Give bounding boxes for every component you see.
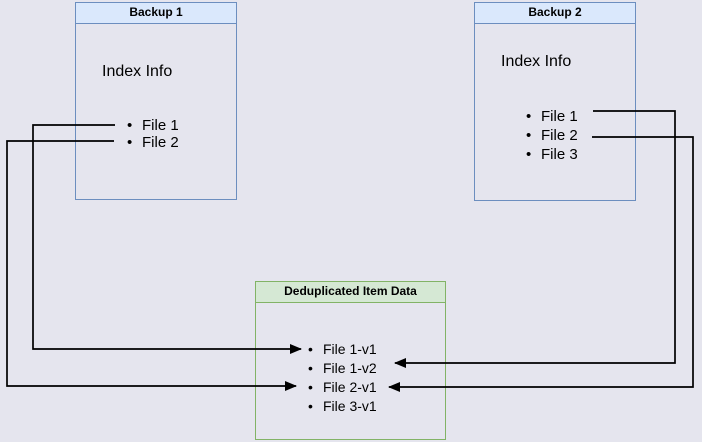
dedup-file-3-v1: File 3-v1 [256,397,445,416]
backup-2-title: Backup 2 [475,3,635,24]
backup-1-index-info-heading: Index Info [102,63,173,80]
backup-1-file-1: File 1 [76,117,236,134]
backup-2-index-info-heading: Index Info [501,53,572,70]
backup-2-box: Backup 2 Index Info File 1 File 2 File 3 [474,2,636,201]
backup-1-title: Backup 1 [76,3,236,24]
dedup-file-2-v1: File 2-v1 [256,378,445,397]
dedup-file-1-v2: File 1-v2 [256,359,445,378]
backup-2-file-3: File 3 [475,145,635,164]
dedup-file-1-v1: File 1-v1 [256,340,445,359]
backup-2-file-2: File 2 [475,126,635,145]
backup-1-file-list: File 1 File 2 [76,117,236,151]
backup-2-file-list: File 1 File 2 File 3 [475,107,635,164]
backup-2-file-1: File 1 [475,107,635,126]
deduplicated-item-list: File 1-v1 File 1-v2 File 2-v1 File 3-v1 [256,340,445,416]
backup-1-file-2: File 2 [76,134,236,151]
deduplicated-item-data-title: Deduplicated Item Data [256,282,445,303]
deduplicated-item-data-box: Deduplicated Item Data File 1-v1 File 1-… [255,281,446,440]
backup-1-box: Backup 1 Index Info File 1 File 2 [75,2,237,200]
